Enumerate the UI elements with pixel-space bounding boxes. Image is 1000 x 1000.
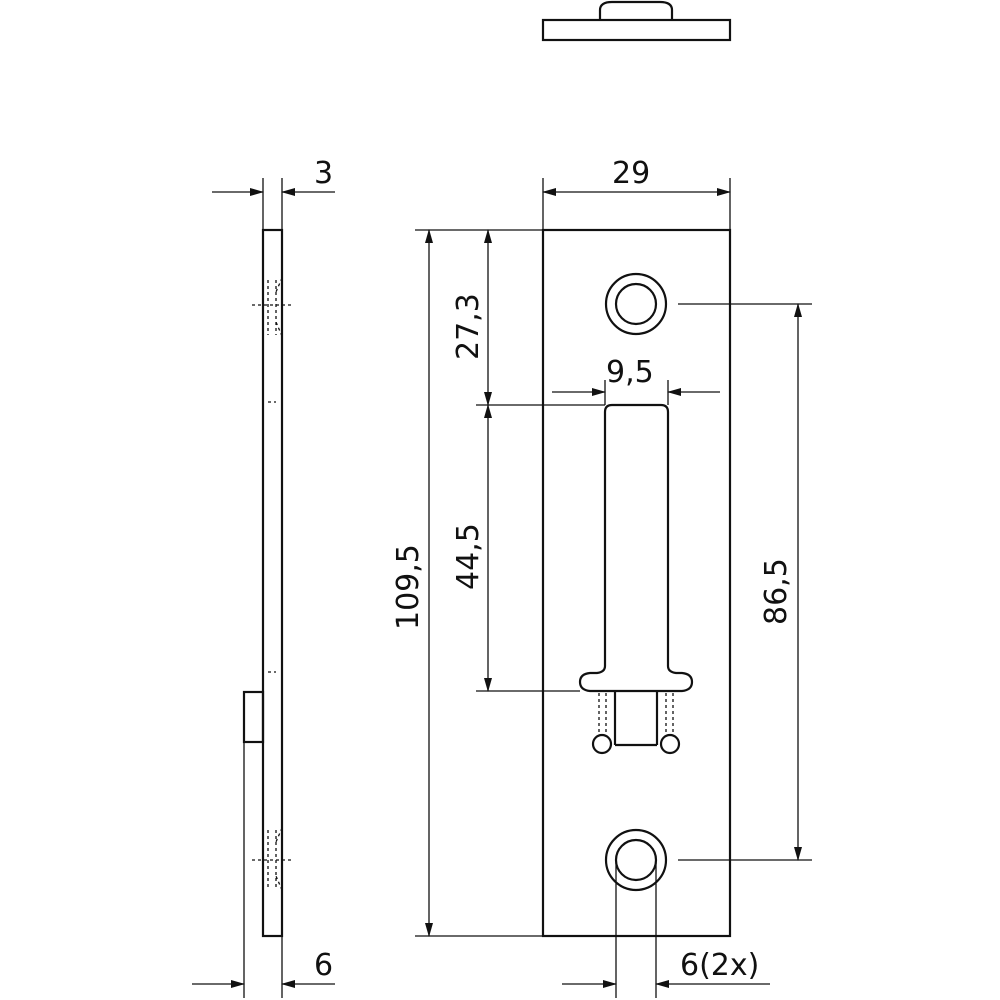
- side-view-countersink-upper: [267, 277, 283, 337]
- top-view: [541, 0, 732, 42]
- dim-hole-diameter: 6(2x): [680, 948, 759, 983]
- side-view-countersink-lower: [267, 827, 283, 891]
- dim-hole-offset-top: 27,3: [451, 293, 486, 360]
- side-view: 3 6: [192, 156, 335, 998]
- front-view: 29 109,5 27,3 44,5 9,5 86,5 6(: [391, 156, 812, 998]
- dim-overall-length: 109,5: [391, 544, 426, 630]
- dim-width: 29: [612, 156, 650, 191]
- dim-pin-projection: 6: [314, 948, 333, 983]
- top-view-pin-outline: [598, 0, 674, 20]
- dim-thickness: 3: [314, 156, 333, 191]
- dim-hole-spacing: 86,5: [759, 558, 794, 625]
- side-view-plate: [261, 228, 284, 938]
- side-view-pin: [242, 690, 265, 744]
- lower-hole: [604, 828, 668, 892]
- dim-slot-length: 44,5: [451, 523, 486, 590]
- slot-outline: [578, 403, 694, 693]
- dim-slot-width: 9,5: [606, 355, 654, 390]
- front-view-plate: [541, 228, 732, 938]
- upper-hole: [604, 272, 668, 336]
